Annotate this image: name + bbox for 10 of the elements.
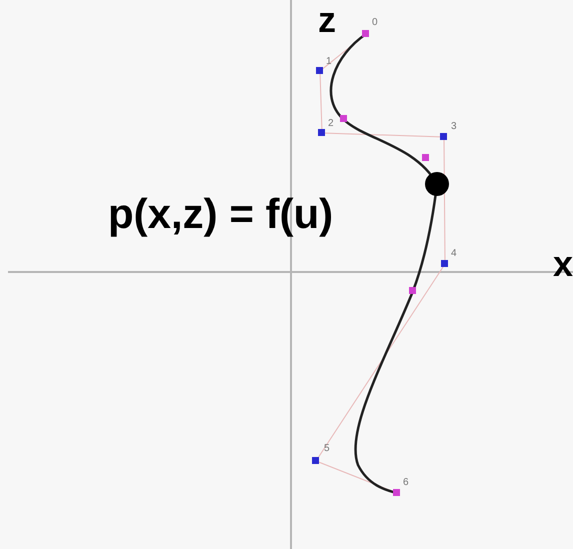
point-number: 2 bbox=[328, 119, 334, 129]
axis-label: z bbox=[318, 2, 336, 38]
point-number: 5 bbox=[324, 444, 330, 454]
point-number: 0 bbox=[372, 18, 378, 28]
point-number: 4 bbox=[451, 249, 457, 259]
point-number: 1 bbox=[326, 57, 332, 67]
formula-text: p(x,z) = f(u) bbox=[108, 193, 334, 235]
point-number: 6 bbox=[403, 478, 409, 488]
point-number: 3 bbox=[451, 122, 457, 132]
axis-label: x bbox=[553, 246, 573, 282]
